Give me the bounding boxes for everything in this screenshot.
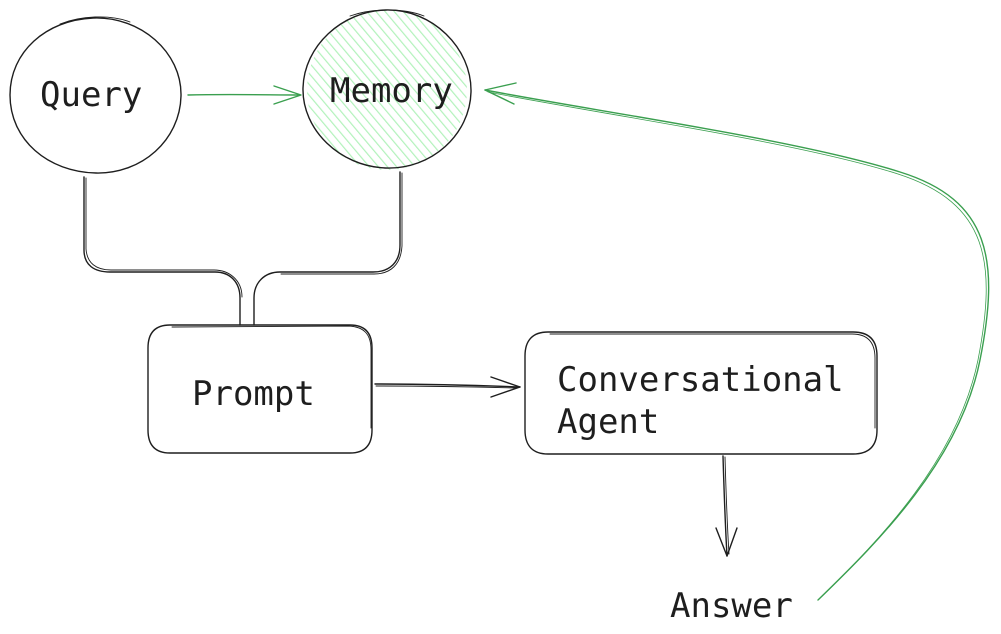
agent-label-line2: Agent	[557, 402, 659, 442]
memory-fill	[307, 10, 467, 170]
prompt-node: Prompt	[147, 324, 373, 454]
prompt-label: Prompt	[192, 374, 315, 414]
query-label: Query	[40, 75, 142, 115]
agent-to-answer-arrow	[715, 455, 738, 557]
query-to-prompt-edge	[83, 176, 243, 326]
query-node: Query	[9, 16, 182, 174]
memory-label: Memory	[330, 71, 453, 111]
memory-to-prompt-edge	[253, 171, 403, 326]
agent-label-line1: Conversational	[557, 360, 844, 400]
query-to-memory-arrow	[187, 85, 302, 105]
memory-node: Memory	[302, 9, 472, 170]
answer-label: Answer	[670, 586, 793, 626]
answer-to-memory-arrow	[484, 82, 990, 601]
agent-label: Conversational Agent	[557, 360, 864, 442]
agent-node: Conversational Agent	[524, 331, 878, 455]
prompt-to-agent-arrow	[374, 376, 521, 398]
